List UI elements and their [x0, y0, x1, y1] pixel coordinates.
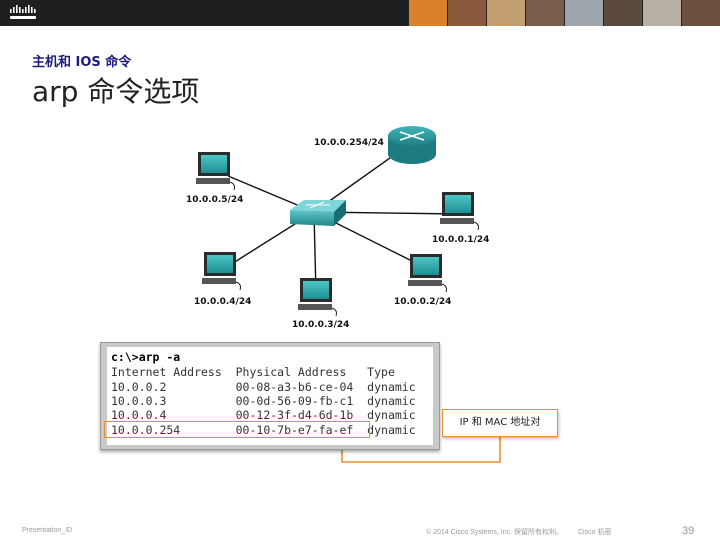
router-ip-label: 10.0.0.254/24: [314, 138, 384, 148]
pc-icon: [408, 254, 447, 293]
terminal-command: c:\>arp -a: [111, 350, 181, 364]
highlighted-ip-mac-pair: [104, 421, 370, 438]
terminal-window: c:\>arp -a Internet Address Physical Add…: [100, 342, 440, 450]
router-icon: [388, 126, 436, 164]
host-ip-label: 10.0.0.4/24: [194, 297, 252, 307]
pc-icon: [298, 278, 337, 317]
host-ip-label: 10.0.0.2/24: [394, 297, 452, 307]
pc-icon: [196, 152, 235, 191]
callout-connector: [341, 437, 501, 463]
terminal-row: 10.0.0.2 00-08-a3-b6-ce-04 dynamic: [111, 380, 416, 394]
host-ip-label: 10.0.0.1/24: [432, 235, 490, 245]
cisco-logo-icon: [10, 5, 36, 19]
terminal-row: 10.0.0.3 00-0d-56-09-fb-c1 dynamic: [111, 394, 416, 408]
footer-presentation-id: Presentation_ID: [22, 527, 73, 534]
slide-title: arp 命令选项: [32, 75, 200, 108]
host-ip-label: 10.0.0.5/24: [186, 195, 244, 205]
slide-subtitle: 主机和 IOS 命令: [32, 55, 132, 70]
terminal-output: c:\>arp -a Internet Address Physical Add…: [107, 347, 433, 445]
pc-icon: [202, 252, 241, 291]
footer-copyright: © 2014 Cisco Systems, Inc. 保留所有权利。: [426, 529, 564, 536]
pc-icon: [440, 192, 479, 231]
terminal-row: 10.0.0.4 00-12-3f-d4-6d-1b dynamic: [111, 408, 416, 422]
terminal-row: 10.0.0.254 00-10-7b-e7-fa-ef dynamic: [111, 423, 416, 437]
top-banner: [0, 0, 720, 26]
terminal-header-row: Internet Address Physical Address Type: [111, 365, 395, 379]
footer-confidential: Cisco 机密: [578, 529, 612, 536]
callout-box: IP 和 MAC 地址对: [442, 409, 558, 437]
banner-photo-strip: [408, 0, 720, 26]
switch-icon: [290, 200, 346, 226]
page-number: 39: [682, 525, 695, 537]
host-ip-label: 10.0.0.3/24: [292, 320, 350, 330]
